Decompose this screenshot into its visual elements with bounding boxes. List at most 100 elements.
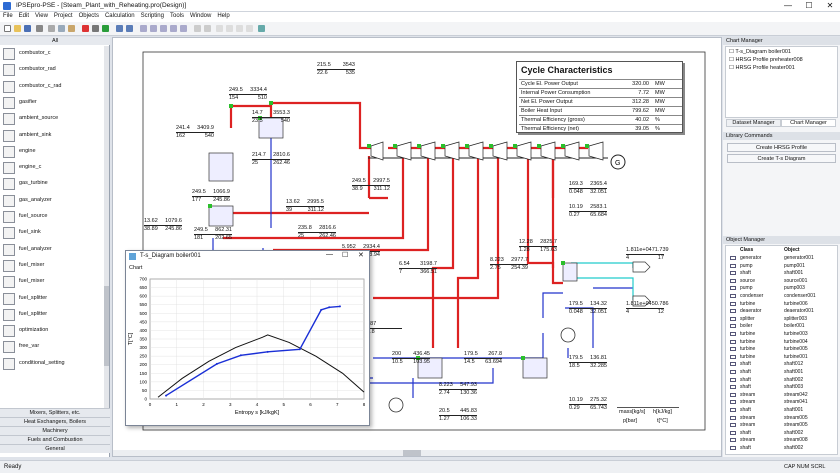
library-item[interactable]: ambient_sink xyxy=(0,128,110,144)
zoom-in-icon[interactable] xyxy=(140,25,147,32)
copy-icon[interactable] xyxy=(58,25,65,32)
menu-project[interactable]: Project xyxy=(53,13,73,19)
align-icon[interactable] xyxy=(204,25,211,32)
zoom-window-icon[interactable] xyxy=(170,25,177,32)
library-item[interactable]: gas_turbine xyxy=(0,176,110,192)
menu-scripting[interactable]: Scripting xyxy=(140,13,164,19)
menu-window[interactable]: Window xyxy=(190,13,212,19)
paste-icon[interactable] xyxy=(68,25,75,32)
library-category-machinery[interactable]: Machinery xyxy=(0,426,110,435)
chart-item-hrsg-heater[interactable]: ☐ HRSG Profile heater001 xyxy=(729,65,795,71)
library-category-fuels[interactable]: Fuels and Combustion xyxy=(0,435,110,444)
menu-calculation[interactable]: Calculation xyxy=(104,13,135,19)
redo-icon[interactable] xyxy=(126,25,133,32)
calculate-icon[interactable] xyxy=(82,25,89,32)
library-item[interactable]: fuel_splitter xyxy=(0,291,110,307)
menu-file[interactable]: File xyxy=(3,13,13,19)
library-item[interactable]: combustor_c xyxy=(0,46,110,62)
ts-maximize-button[interactable]: ☐ xyxy=(342,252,349,259)
zoom-fit-icon[interactable] xyxy=(160,25,167,32)
menu-objects[interactable]: Objects xyxy=(78,13,99,19)
library-item[interactable]: combustor_rad xyxy=(0,62,110,78)
library-item[interactable]: fuel_sink xyxy=(0,225,110,241)
cut-icon[interactable] xyxy=(48,25,55,32)
library-item[interactable]: gas_analyzer xyxy=(0,193,110,209)
library-category-mixers[interactable]: Mixers, Splitters, etc. xyxy=(0,408,110,417)
library-item[interactable]: free_var xyxy=(0,339,110,355)
menu-help[interactable]: Help xyxy=(217,13,230,19)
library-item[interactable]: fuel_mixer xyxy=(0,258,110,274)
menu-view[interactable]: View xyxy=(35,13,48,19)
library-item[interactable]: engine_c xyxy=(0,160,110,176)
ts-minimize-button[interactable]: — xyxy=(326,251,333,258)
text-icon[interactable] xyxy=(216,25,223,32)
library-item[interactable]: conditional_setting xyxy=(0,356,110,372)
undo-icon[interactable] xyxy=(116,25,123,32)
close-button[interactable]: ✕ xyxy=(826,1,834,10)
create-ts-diagram-button[interactable]: Create T-s Diagram xyxy=(727,154,836,163)
library-scrollbar[interactable] xyxy=(104,46,109,441)
canvas-horizontal-scrollbar[interactable] xyxy=(113,450,721,456)
library-category-general[interactable]: General xyxy=(0,444,110,453)
save-icon[interactable] xyxy=(24,25,31,32)
ellipse-icon[interactable] xyxy=(246,25,253,32)
library-item[interactable]: optimization xyxy=(0,323,110,339)
library-item[interactable]: fuel_mixer xyxy=(0,274,110,290)
library-item[interactable]: ambient_source xyxy=(0,111,110,127)
library-item[interactable]: gasifier xyxy=(0,95,110,111)
menu-edit[interactable]: Edit xyxy=(18,13,30,19)
library-item[interactable]: fuel_splitter xyxy=(0,307,110,323)
rect-icon[interactable] xyxy=(236,25,243,32)
tab-chart-manager[interactable]: Chart Manager xyxy=(781,119,836,127)
library-item[interactable]: fuel_analyzer xyxy=(0,242,110,258)
new-icon[interactable] xyxy=(4,25,11,32)
library-item[interactable]: combustor_c_rad xyxy=(0,79,110,95)
open-icon[interactable] xyxy=(14,25,21,32)
library-item[interactable]: engine xyxy=(0,144,110,160)
minimize-button[interactable]: — xyxy=(784,1,792,10)
stop-icon[interactable] xyxy=(92,25,99,32)
ts-close-button[interactable]: ✕ xyxy=(358,252,364,259)
library-item[interactable]: fuel_source xyxy=(0,209,110,225)
line-icon[interactable] xyxy=(226,25,233,32)
library-category-all[interactable]: All xyxy=(0,37,110,45)
